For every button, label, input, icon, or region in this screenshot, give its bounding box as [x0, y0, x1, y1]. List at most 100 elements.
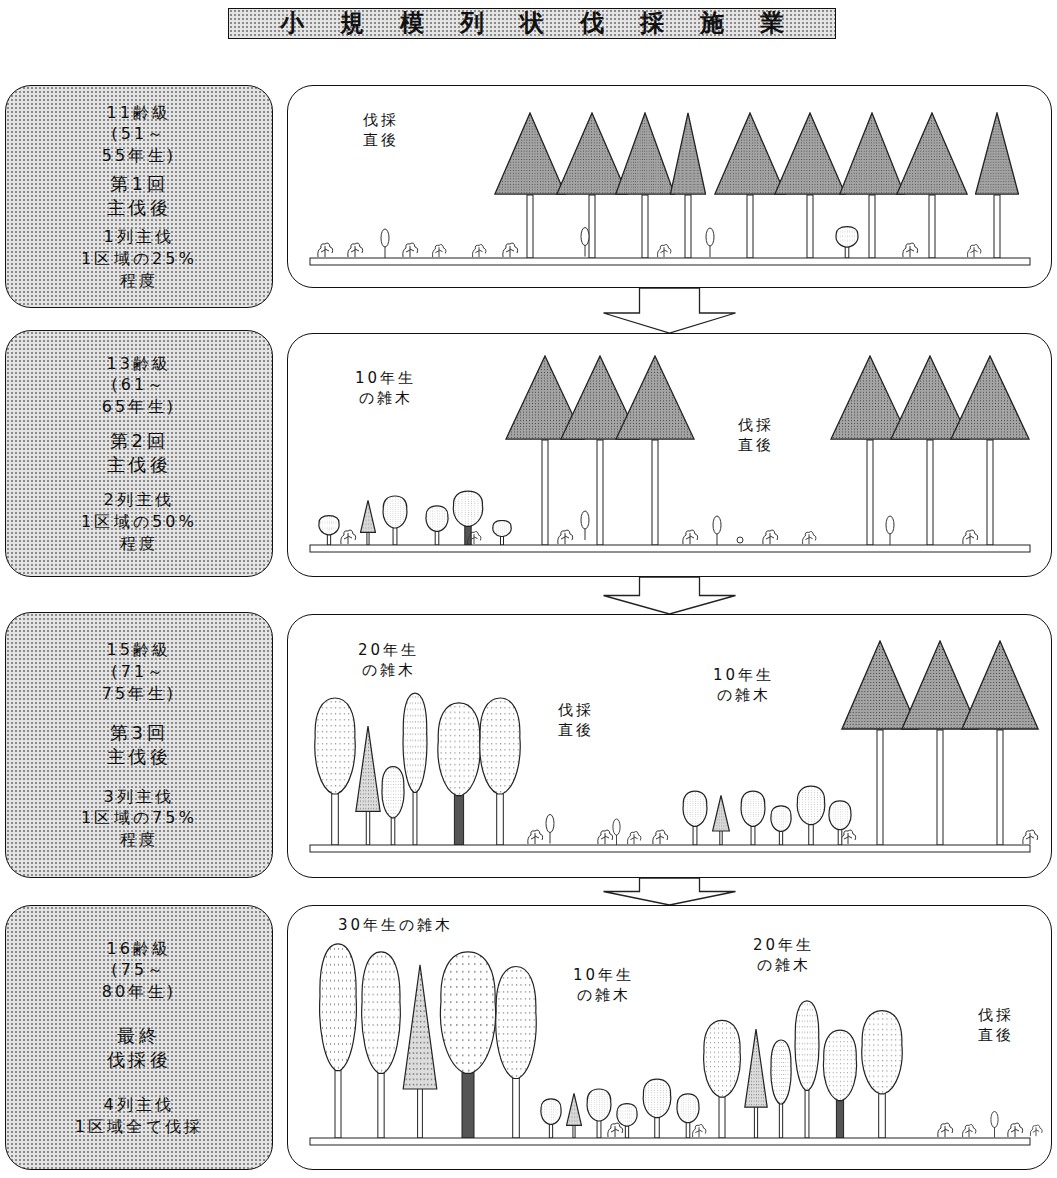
- sapling: [581, 511, 589, 540]
- broadleaf-tree: [677, 1094, 699, 1138]
- conifer-crown: [951, 356, 1029, 439]
- trunk-or-ground: [927, 440, 933, 545]
- trunk-or-ground: [310, 1138, 1030, 1145]
- stage-box: 11齢級 (51～55年生) 第1回 主伐後 1列主伐 1区域の25%程度: [5, 85, 273, 308]
- broadleaf-tree: [823, 1030, 856, 1138]
- conifer-crown: [962, 641, 1038, 729]
- shrub: [318, 243, 333, 257]
- conifer-crown: [670, 113, 705, 194]
- shrub: [693, 1125, 706, 1138]
- broadleaf-tree: [741, 791, 765, 845]
- broadleaf-tree: [453, 491, 482, 545]
- stage-box: 16齢級 (75～80年生)最終 伐採後4列主伐 1区域全て伐採: [5, 905, 273, 1170]
- stand-label: 10年生 の雑木: [353, 369, 418, 408]
- row3-illustration: [310, 641, 1038, 852]
- flow-arrow: [604, 577, 736, 614]
- broadleaf-tree: [771, 1040, 791, 1138]
- shrub: [348, 243, 363, 257]
- broadleaf-tree: [829, 801, 851, 845]
- row1-illustration: [310, 113, 1030, 265]
- shrub: [938, 1123, 953, 1137]
- stage-box: 15齢級 (71～75年生)第3回 主伐後3列主伐 1区域の75%程度: [5, 612, 273, 878]
- shrub: [968, 245, 981, 258]
- shrub: [608, 1123, 623, 1137]
- broadleaf-tree: [362, 952, 401, 1138]
- trunk-or-ground: [994, 195, 1000, 258]
- broadleaf-tree: [438, 703, 480, 845]
- forest-panel: 20年生 の雑木伐採 直後10年生 の雑木: [287, 614, 1052, 878]
- shrub: [628, 832, 641, 845]
- trunk-or-ground: [987, 440, 993, 545]
- conifer-crown: [616, 113, 675, 194]
- young-conifer: [361, 500, 376, 545]
- trunk-or-ground: [747, 195, 753, 258]
- title-text: 小規模列状伐採施業: [244, 10, 820, 36]
- stage-label: 16齢級 (75～80年生): [102, 938, 177, 1003]
- trunk-or-ground: [929, 195, 935, 258]
- shrub: [803, 532, 816, 545]
- stage-label: 13齢級 (61～65年生): [102, 353, 177, 418]
- stand-label: 20年生 の雑木: [751, 936, 816, 975]
- flow-arrow: [604, 288, 736, 333]
- broadleaf-tree: [643, 1079, 671, 1138]
- shrub: [683, 530, 698, 544]
- row4-illustration: [310, 944, 1042, 1145]
- trunk-or-ground: [877, 730, 883, 845]
- broadleaf-tree: [426, 506, 448, 545]
- young-conifer: [567, 1093, 582, 1138]
- stand-label: 伐採 直後: [736, 416, 776, 455]
- trunk-or-ground: [310, 258, 1030, 265]
- stand-label: 伐採 直後: [556, 701, 596, 740]
- stage-label: 2列主伐 1区域の50%程度: [81, 489, 197, 554]
- trunk-or-ground: [542, 440, 548, 545]
- shrub: [1030, 1125, 1042, 1136]
- shrub: [503, 243, 518, 257]
- trunk-or-ground: [807, 195, 813, 258]
- shrub: [653, 830, 668, 844]
- broadleaf-tree: [704, 1020, 741, 1138]
- stage-label: 15齢級 (71～75年生): [102, 639, 177, 704]
- trunk-or-ground: [310, 845, 1030, 852]
- shrub: [963, 530, 978, 544]
- trunk-or-ground: [869, 195, 875, 258]
- conifer-crown: [842, 641, 918, 729]
- shrub: [468, 532, 481, 545]
- shrub: [763, 530, 778, 544]
- stage-label: 11齢級 (51～55年生): [102, 102, 177, 167]
- broadleaf-tree: [797, 786, 825, 845]
- trunk-or-ground: [937, 730, 943, 845]
- flow-arrow: [604, 878, 736, 905]
- conifer-crown: [616, 356, 694, 439]
- shrub: [473, 245, 486, 258]
- stand-label: 30年生の雑木: [336, 916, 455, 936]
- shrub: [341, 530, 356, 544]
- broadleaf-tree: [771, 806, 791, 845]
- stand-label: 伐採 直後: [361, 111, 401, 150]
- shrub: [598, 830, 613, 844]
- sapling: [991, 1111, 998, 1137]
- broadleaf-tree: [587, 1089, 611, 1138]
- broadleaf-tree: [440, 952, 495, 1138]
- stage-label: 第1回 主伐後: [107, 172, 172, 221]
- young-conifer: [356, 726, 380, 845]
- shrub: [528, 830, 543, 844]
- trunk-or-ground: [685, 195, 691, 258]
- sapling: [706, 228, 714, 257]
- sapling: [581, 228, 589, 257]
- shrub: [963, 1125, 976, 1138]
- broadleaf-tree: [862, 1011, 902, 1138]
- sapling: [613, 819, 620, 845]
- trunk-or-ground: [310, 545, 1030, 552]
- broadleaf-tree: [480, 698, 520, 845]
- conifer-crown: [902, 641, 978, 729]
- broadleaf-tree: [383, 496, 407, 545]
- stage-label: 1列主伐 1区域の25%程度: [81, 226, 197, 291]
- stand-label: 10年生 の雑木: [711, 666, 776, 705]
- stage-label: 第2回 主伐後: [107, 429, 172, 478]
- forest-panel: 30年生の雑木10年生 の雑木20年生 の雑木伐採 直後: [287, 905, 1052, 1170]
- broadleaf-tree: [320, 944, 357, 1138]
- shrub: [658, 245, 671, 258]
- trunk-or-ground: [597, 440, 603, 545]
- broadleaf-tree: [617, 1104, 637, 1138]
- stage-label: 4列主伐 1区域全て伐採: [75, 1094, 204, 1137]
